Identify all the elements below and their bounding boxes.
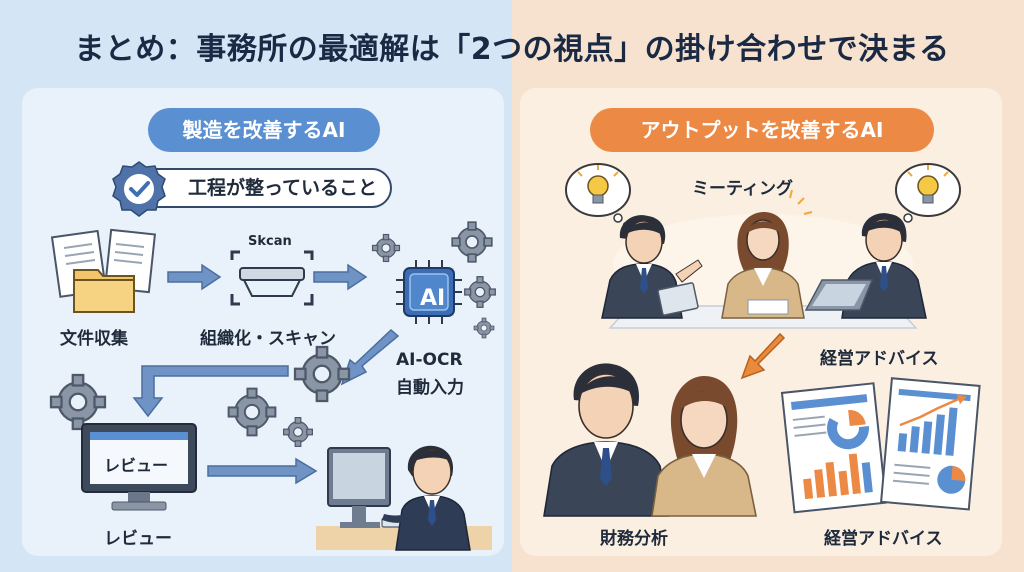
advisors-illustration bbox=[543, 363, 757, 517]
advice-label-bottom: 経営アドバイス bbox=[824, 529, 943, 549]
reports-charts-icon bbox=[780, 377, 981, 514]
step-review-label: レビュー bbox=[104, 529, 172, 549]
review-screen-label: レビュー bbox=[104, 456, 169, 475]
page-title: まとめ：事務所の最適解は「2つの視点」の掛け合わせで決まる bbox=[74, 32, 950, 67]
documents-folder-icon bbox=[50, 228, 157, 313]
lightbulb-thought-icon bbox=[895, 163, 961, 229]
worker-at-computer-illustration bbox=[316, 445, 492, 551]
heading-output-ai: アウトプットを改善するAI bbox=[590, 108, 934, 152]
arrow-right-long-icon bbox=[207, 457, 318, 485]
panel-process-ai: 製造を改善するAI 工程が整っていること 文件収集 Skcan 組織化・スキャン bbox=[22, 88, 504, 556]
check-badge-icon bbox=[112, 161, 166, 217]
panel-output-ai: アウトプットを改善するAI ミーティング bbox=[520, 88, 1002, 556]
meeting-label: ミーティング bbox=[692, 179, 793, 199]
meeting-illustration bbox=[601, 189, 927, 329]
step-ocr-label-line2: 自動入力 bbox=[396, 378, 464, 398]
arrow-right-icon bbox=[313, 263, 368, 291]
arrow-right-icon bbox=[167, 263, 222, 291]
ai-chip-gears-icon bbox=[371, 221, 496, 339]
review-monitor-icon bbox=[81, 423, 197, 511]
lightbulb-thought-icon bbox=[565, 163, 631, 229]
scanner-icon bbox=[230, 250, 314, 306]
step-scan-label: 組織化・スキャン bbox=[200, 329, 336, 349]
arrow-down-left-orange-icon bbox=[740, 332, 786, 380]
financial-analysis-label: 財務分析 bbox=[600, 529, 668, 549]
step-collect-label: 文件収集 bbox=[60, 329, 128, 349]
step-ocr-label-line1: AI-OCR bbox=[396, 350, 463, 370]
condition-pill: 工程が整っていること bbox=[134, 168, 392, 208]
ai-chip-label: AI bbox=[420, 286, 446, 311]
advice-label-top: 経営アドバイス bbox=[820, 349, 939, 369]
arrow-turn-down-icon bbox=[132, 365, 289, 418]
scanner-device-label: Skcan bbox=[248, 234, 292, 249]
heading-process-ai: 製造を改善するAI bbox=[148, 108, 380, 152]
